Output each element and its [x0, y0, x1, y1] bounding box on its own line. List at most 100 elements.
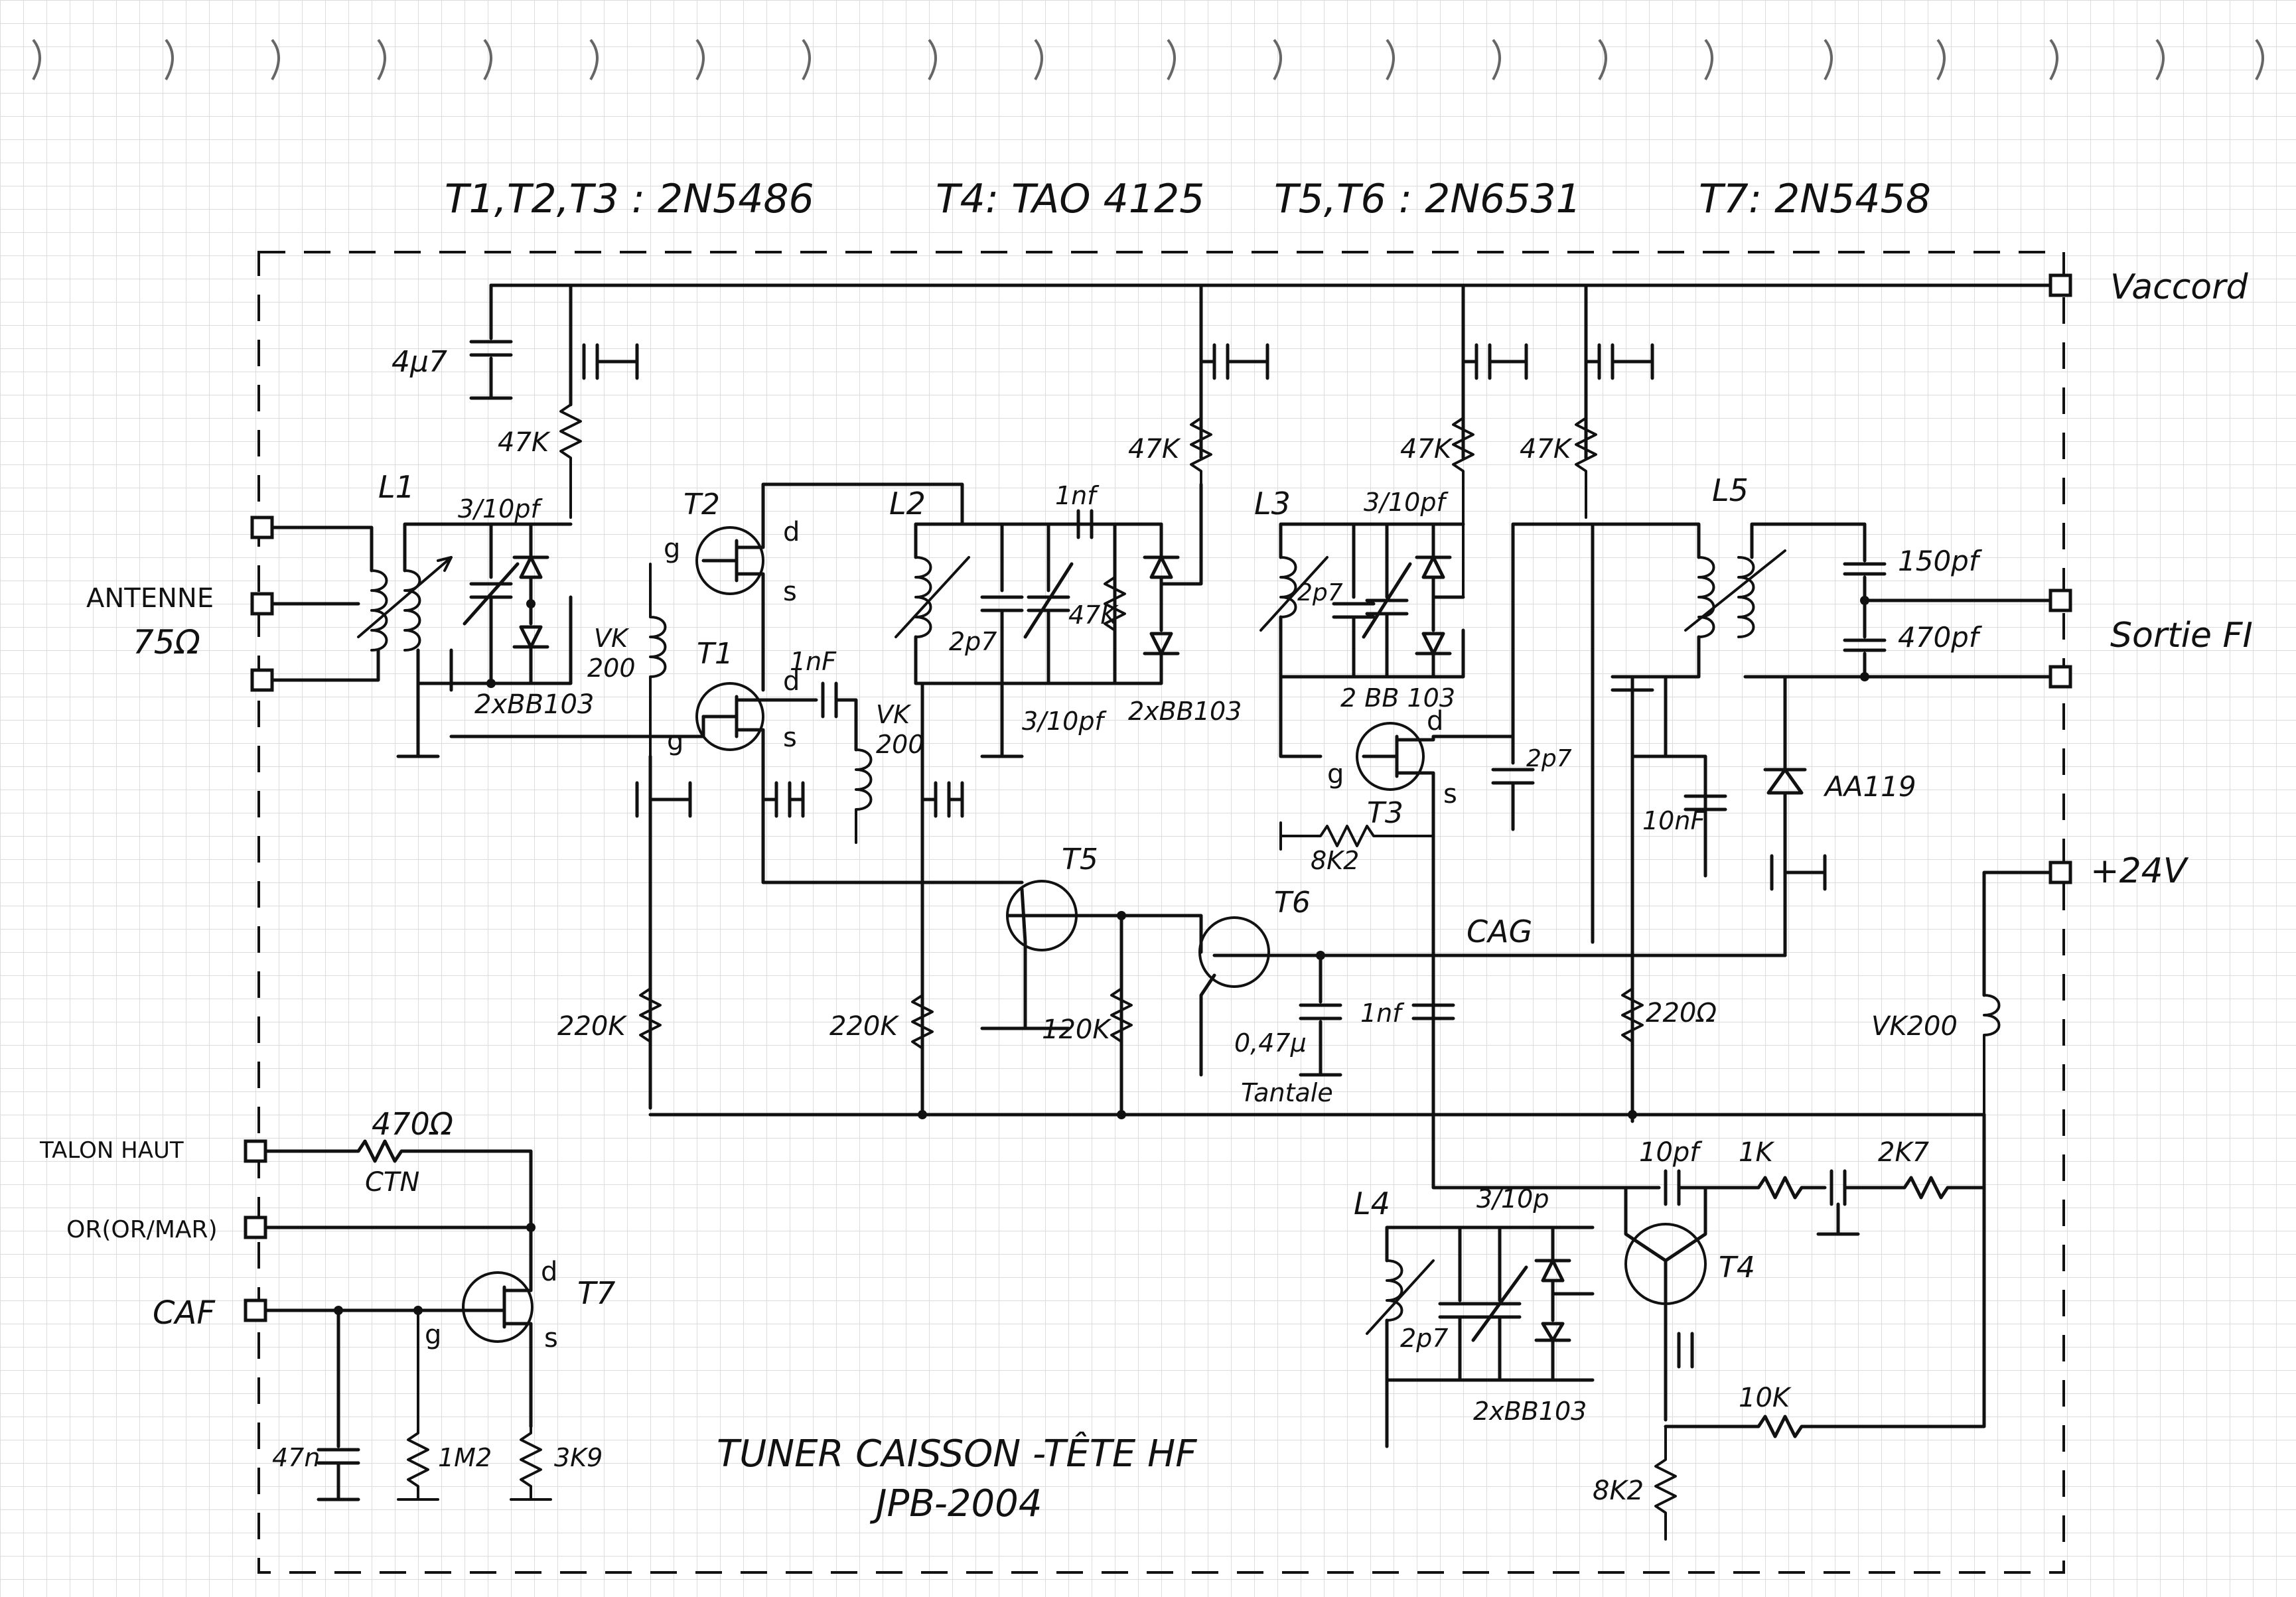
antenna-terminal-2[interactable] — [250, 592, 274, 616]
cap-4u7-label: 4µ7 — [392, 345, 447, 379]
header-t5-t6: T5,T6 : 2N6531 — [1274, 176, 1581, 222]
bb103-b-label: 2xBB103 — [1128, 697, 1242, 726]
l5-label: L5 — [1712, 472, 1749, 508]
t7-source-label: s — [544, 1323, 558, 1354]
t5-label: T5 — [1062, 843, 1098, 876]
talon-haut-label: TALON HAUT — [39, 1137, 184, 1164]
antenna-ohm-label: 75Ω — [133, 623, 200, 661]
enclosure-box — [257, 251, 2065, 1574]
c-47n-label: 47n — [272, 1443, 320, 1472]
l4-label: L4 — [1354, 1186, 1390, 1221]
res-1k-label: 1K — [1739, 1137, 1774, 1168]
vk200-b-label: VK — [876, 700, 912, 729]
tantale-label: Tantale — [1241, 1078, 1333, 1107]
res-8k2-a-label: 8K2 — [1311, 846, 1359, 875]
header-t7: T7: 2N5458 — [1699, 176, 1931, 222]
c-2p7-c-label: 2p7 — [1526, 745, 1572, 772]
t2-drain-label: d — [783, 517, 800, 547]
sortie-fi-terminal-2[interactable] — [2048, 665, 2072, 689]
c-150pf-label: 150pf — [1898, 545, 1983, 577]
res-2k7-label: 2K7 — [1878, 1137, 1930, 1168]
t7-drain-label: d — [541, 1257, 557, 1287]
c-10nf-label: 10nF — [1642, 806, 1705, 835]
res-8k2-b-label: 8K2 — [1593, 1476, 1644, 1506]
t1-drain-label: d — [783, 666, 800, 697]
t1-label: T1 — [697, 637, 733, 671]
t1-source-label: s — [783, 723, 797, 753]
c-10pf-label: 10pf — [1639, 1137, 1703, 1168]
vk200-a-label: VK — [594, 624, 630, 653]
c-047u-label: 0,47µ — [1234, 1028, 1307, 1058]
t3-drain-label: d — [1427, 706, 1443, 736]
or-mar-label: OR(OR/MAR) — [66, 1216, 218, 1243]
c-1nf-a-label: 1nF — [790, 647, 837, 676]
t7-transistor — [462, 1271, 534, 1343]
res-1m2-label: 1M2 — [438, 1443, 492, 1472]
res-47k-a-label: 47K — [498, 427, 551, 458]
plus24v-terminal[interactable] — [2048, 861, 2072, 884]
bb103-c-label: 2 BB 103 — [1340, 683, 1455, 713]
c-3-10pf-c-label: 3/10pf — [1364, 488, 1449, 517]
l1-coil — [370, 569, 421, 652]
t1-transistor — [695, 682, 764, 751]
c-1nf-c-label: 1nf — [1360, 999, 1405, 1028]
res-47k-c-label: 47K — [1400, 434, 1453, 464]
t7-label: T7 — [577, 1275, 615, 1311]
res-3k9-label: 3K9 — [554, 1443, 603, 1472]
header-t4: T4: TAO 4125 — [936, 176, 1204, 222]
or-mar-terminal[interactable] — [244, 1215, 267, 1239]
t3-label: T3 — [1367, 796, 1403, 830]
vk200-c-label: VK200 — [1871, 1011, 1958, 1042]
l3-label: L3 — [1254, 486, 1291, 521]
t4-label: T4 — [1719, 1251, 1755, 1285]
c-2p7-b-label: 2p7 — [1297, 579, 1343, 606]
t3-transistor — [1356, 722, 1425, 791]
vk200-a2-label: 200 — [587, 654, 636, 683]
bb103-d-label: 2xBB103 — [1473, 1397, 1587, 1426]
aa119-label: AA119 — [1823, 770, 1916, 803]
t2-label: T2 — [683, 488, 720, 521]
antenna-terminal-3[interactable] — [250, 668, 274, 692]
c-1nf-b-label: 1nf — [1055, 481, 1100, 510]
res-47k-b-label: 47K — [1128, 434, 1181, 464]
footer-title: TUNER CAISSON -TÊTE HF — [717, 1432, 1197, 1476]
res-120k-label: 120K — [1042, 1014, 1112, 1045]
vk200-b2-label: 200 — [876, 730, 924, 759]
caf-label: CAF — [153, 1294, 216, 1332]
l4-coil — [1386, 1259, 1403, 1322]
c-470pf-label: 470pf — [1898, 621, 1983, 654]
l2-coil — [914, 556, 932, 638]
t3-gate-label: g — [1327, 759, 1344, 790]
l2-label: L2 — [889, 486, 926, 521]
sortie-fi-label: Sortie FI — [2110, 616, 2253, 656]
sortie-fi-terminal-1[interactable] — [2048, 589, 2072, 612]
vaccord-label: Vaccord — [2110, 267, 2248, 307]
res-220ohm-label: 220Ω — [1646, 998, 1717, 1028]
res-220k-b-label: 220K — [829, 1011, 899, 1042]
bb103-a-label: 2xBB103 — [474, 689, 594, 720]
caf-terminal[interactable] — [244, 1298, 267, 1322]
t3-source-label: s — [1443, 779, 1457, 809]
t6-transistor — [1198, 916, 1270, 988]
header-t1-t2-t3: T1,T2,T3 : 2N5486 — [445, 176, 814, 222]
res-47k-e-label: 47K — [1068, 600, 1119, 630]
c-3-10pf-b-label: 3/10pf — [1022, 707, 1107, 736]
talon-haut-terminal[interactable] — [244, 1139, 267, 1163]
res-10k-label: 10K — [1739, 1383, 1792, 1413]
t2-transistor — [695, 526, 764, 595]
l1-label: L1 — [378, 469, 415, 505]
vaccord-terminal[interactable] — [2048, 273, 2072, 297]
feedthrough-caps — [569, 283, 1654, 460]
c-3-10p-d-label: 3/10p — [1476, 1184, 1549, 1214]
c-3-10pf-a-label: 3/10pf — [458, 494, 543, 523]
antenna-terminal-1[interactable] — [250, 516, 274, 539]
res-220k-a-label: 220K — [557, 1011, 627, 1042]
res-47k-d-label: 47K — [1520, 434, 1573, 464]
antenna-label: ANTENNE — [86, 583, 214, 614]
t6-label: T6 — [1274, 886, 1311, 920]
l3-coil — [1279, 556, 1297, 618]
res-470ohm-label: 470Ω — [372, 1106, 453, 1142]
t7-gate-label: g — [425, 1320, 441, 1350]
cag-label: CAG — [1467, 914, 1532, 949]
t1-gate-label: g — [667, 726, 683, 756]
